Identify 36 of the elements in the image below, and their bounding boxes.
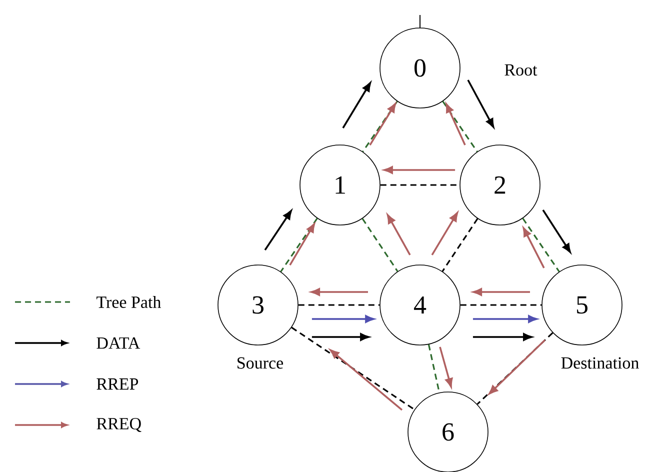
arrow	[264, 210, 292, 250]
arrow	[289, 223, 315, 266]
arrow	[542, 210, 571, 253]
node-caption: Root	[504, 64, 538, 76]
arrow	[472, 288, 530, 296]
legend-label: RREQ	[96, 418, 142, 432]
link-line	[522, 218, 560, 272]
arrow	[467, 80, 494, 128]
link-line	[291, 326, 415, 410]
arrow	[472, 315, 538, 323]
arrow	[330, 349, 403, 411]
arrow	[386, 214, 411, 256]
arrow	[342, 82, 371, 128]
link-line	[442, 218, 478, 272]
arrow	[369, 103, 396, 146]
legend-label: RREP	[96, 378, 138, 390]
arrow	[431, 212, 458, 256]
link-line	[460, 304, 542, 306]
arrow	[439, 346, 453, 388]
node-caption: Source	[238, 357, 284, 369]
arrow	[312, 315, 374, 323]
legend-label: DATA	[96, 337, 140, 349]
arrow	[312, 333, 370, 341]
arrow	[310, 288, 368, 296]
link-line	[362, 100, 398, 152]
node-caption: Destination	[561, 357, 639, 369]
arrow	[488, 339, 546, 394]
arrow	[446, 104, 466, 146]
link-line	[362, 218, 398, 272]
legend-label: Tree Path	[96, 296, 161, 308]
link-line	[442, 100, 478, 152]
arrow	[384, 166, 456, 174]
link-line	[298, 304, 380, 306]
arrow	[522, 227, 545, 268]
arrow	[472, 333, 532, 341]
link-line	[280, 218, 318, 272]
